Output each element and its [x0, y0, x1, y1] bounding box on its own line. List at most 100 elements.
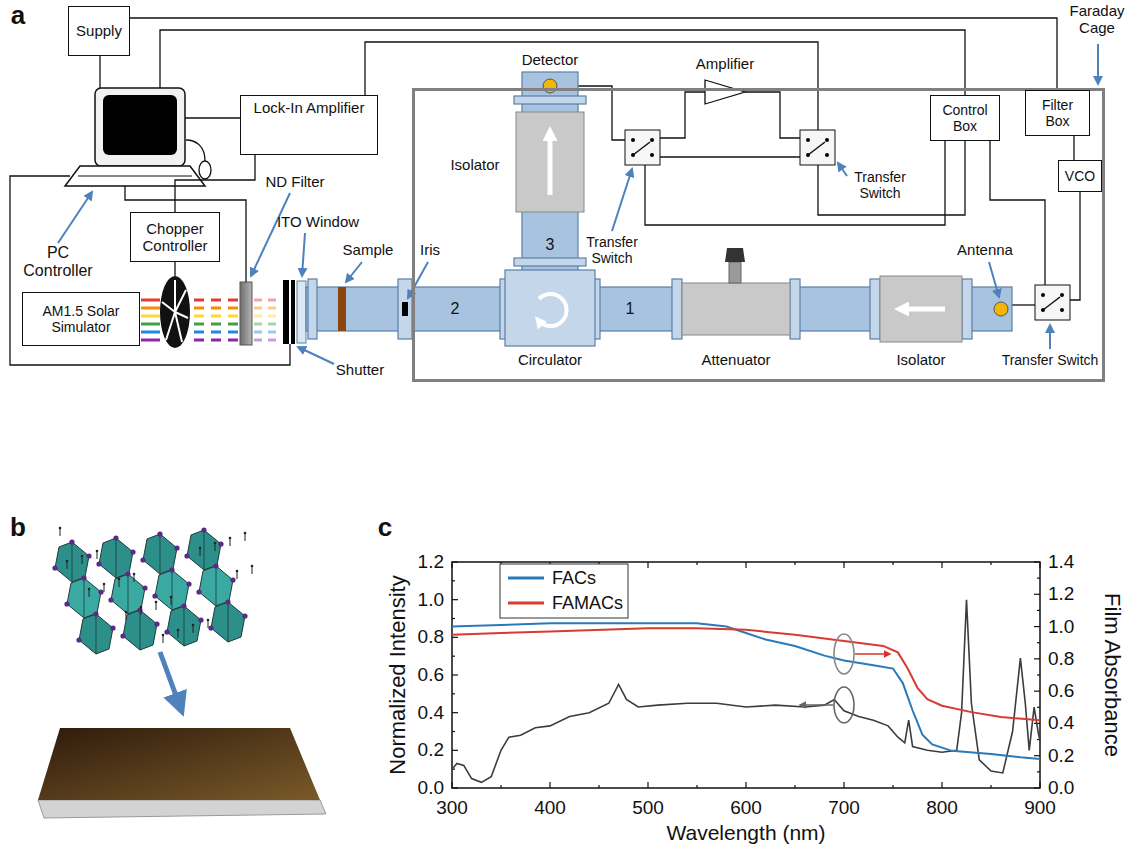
leader-arrow [1049, 325, 1051, 349]
perovskite-crystal [120, 633, 125, 638]
perovskite-crystal [213, 563, 218, 568]
ito-window [297, 281, 306, 343]
perovskite-crystal [170, 596, 173, 599]
attenuator [682, 248, 790, 335]
control-box: Control Box [930, 95, 1000, 141]
transfer-switch [1043, 297, 1060, 310]
axis-tick [1034, 561, 1040, 562]
tick-label: 1.2 [1048, 583, 1074, 605]
transfer-switch [625, 130, 660, 165]
perovskite-crystal [110, 625, 115, 630]
perovskite-crystal [242, 613, 247, 618]
perovskite-crystal [177, 629, 180, 632]
axis-tick [1037, 610, 1040, 611]
curve-callout [855, 653, 890, 655]
iris [402, 302, 408, 316]
transfer-switch [1035, 285, 1070, 320]
axis-tick [1034, 626, 1040, 627]
perovskite-crystal [167, 606, 201, 646]
callout-label: ITO Window [277, 213, 359, 230]
callout-label: 2 [451, 300, 460, 318]
tick-label: 0.0 [418, 777, 444, 799]
vco-box: VCO [1058, 160, 1102, 192]
perovskite-crystal [104, 585, 105, 592]
light-rays [254, 323, 282, 326]
axis-tick [1039, 782, 1040, 788]
circulator [505, 270, 595, 346]
chopper-controller-box: Chopper Controller [130, 212, 220, 262]
axis-tick [1039, 562, 1040, 568]
light-rays [254, 299, 282, 302]
wires [10, 176, 290, 365]
perovskite-crystal [155, 601, 158, 604]
perovskite-crystal [130, 549, 135, 554]
axis-tick [892, 785, 893, 788]
tick-label: 300 [436, 797, 468, 819]
light-rays [141, 331, 160, 334]
axis-tick [794, 785, 795, 788]
leader-arrow [612, 169, 632, 231]
tick-label: 900 [1024, 797, 1056, 819]
perovskite-crystal [66, 560, 69, 563]
perovskite-crystal [81, 555, 84, 558]
perovskite-crystal [174, 545, 179, 550]
curve-callout [800, 634, 890, 723]
leader-arrow [989, 262, 999, 297]
perovskite-film [38, 800, 326, 818]
chopper-wheel [174, 280, 176, 312]
perovskite-crystal [99, 538, 133, 578]
perovskite-crystal [79, 614, 113, 654]
axis-tick [843, 562, 844, 568]
shutter [283, 280, 289, 344]
chopper-wheel [160, 276, 190, 348]
perovskite-crystal [137, 607, 142, 612]
tick-label: 0.6 [418, 664, 444, 686]
perovskite-crystal [67, 562, 68, 569]
transfer-switch [1035, 285, 1070, 320]
transfer-switch [808, 142, 825, 155]
perovskite-crystal [199, 547, 202, 550]
perovskite-crystal [236, 570, 239, 573]
transfer-switch [633, 142, 650, 155]
wires [818, 141, 965, 215]
perovskite-crystal [134, 575, 135, 582]
perovskite-crystal [72, 542, 73, 582]
circulator [505, 270, 595, 346]
perovskite-crystal [201, 527, 206, 532]
callout-label: Isolator [450, 156, 499, 173]
tick-label: 500 [632, 797, 664, 819]
isolator [880, 276, 962, 342]
wire-connector [175, 155, 255, 212]
transfer-switch [625, 130, 660, 165]
perovskite-crystal [97, 552, 98, 559]
perovskite-crystal [208, 621, 209, 628]
waveguide [398, 279, 412, 339]
perovskite-crystal [160, 534, 161, 574]
callout-label: 1 [626, 300, 635, 318]
tick-label: 700 [828, 797, 860, 819]
perovskite-crystal [228, 602, 229, 642]
perovskite-crystal [133, 573, 136, 576]
tick-label: 0.6 [1048, 680, 1074, 702]
callout-label: Amplifier [696, 55, 754, 72]
perovskite-crystal [181, 603, 186, 608]
axis-tick [696, 562, 697, 565]
perovskite-crystal [172, 570, 173, 610]
axis-tick [990, 785, 991, 788]
axis-tick [451, 782, 452, 788]
axis-tick [990, 562, 991, 565]
perovskite-crystal [218, 541, 223, 546]
perovskite-crystal [230, 539, 231, 546]
callout-label: Transfer Switch [848, 169, 912, 201]
legend-swatch [508, 602, 544, 605]
box-label: Chopper Controller [135, 220, 215, 255]
axis-tick [452, 712, 458, 713]
perovskite-crystal [184, 553, 189, 558]
perovskite-crystal [152, 593, 157, 598]
perovskite-crystal [142, 585, 147, 590]
axis-title: Film Absorbance [1099, 593, 1124, 757]
tick-label: 1.4 [1048, 551, 1074, 573]
perovskite-crystal [55, 542, 89, 582]
leader-arrow [408, 262, 428, 298]
